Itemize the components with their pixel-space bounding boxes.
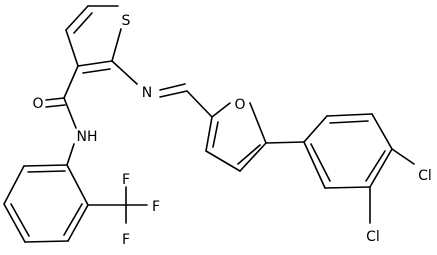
bond: [82, 68, 111, 74]
bond: [326, 113, 373, 117]
bond: [369, 148, 393, 188]
bond: [10, 203, 30, 237]
bond: [111, 28, 122, 62]
bond: [329, 120, 369, 124]
bond: [63, 97, 77, 129]
atom-label-o-carbonyl: O: [32, 96, 43, 112]
atom-label-f-right: F: [152, 199, 160, 215]
bond: [3, 203, 26, 243]
atom-label-o-furan: O: [234, 97, 245, 113]
bond: [67, 204, 89, 242]
bond: [237, 144, 261, 165]
atom-label-f-bottom: F: [122, 232, 130, 248]
atom-label-nh: NH: [77, 129, 98, 145]
bond: [249, 102, 267, 144]
bond: [186, 90, 213, 118]
bond: [111, 60, 138, 85]
thiophene-ring: [65, 5, 122, 74]
atom-label-s: S: [122, 13, 131, 29]
amide-group: [45, 65, 79, 166]
bond: [211, 102, 231, 118]
bond: [212, 121, 219, 148]
bond: [23, 164, 68, 167]
bond: [66, 143, 75, 166]
bond: [65, 5, 89, 31]
bond: [73, 12, 93, 34]
bond: [45, 97, 65, 101]
bond: [63, 65, 79, 99]
atom-label-cl-para: Cl: [418, 168, 432, 184]
bond: [265, 141, 305, 144]
bond: [27, 170, 66, 173]
bond: [239, 142, 267, 172]
bond: [205, 116, 213, 152]
dichlorophenyl-ring: [303, 113, 415, 224]
bond: [66, 164, 89, 206]
furan-ring: [205, 102, 267, 172]
bond: [77, 60, 113, 67]
bond: [65, 29, 79, 67]
bond: [303, 115, 328, 143]
bond: [159, 90, 188, 98]
atom-label-cl-meta: Cl: [366, 229, 380, 245]
bond: [63, 203, 83, 236]
imine-linker: [111, 60, 213, 118]
bond: [3, 165, 25, 205]
bond: [310, 143, 331, 182]
bond: [391, 148, 415, 165]
bond: [159, 83, 186, 91]
bond: [365, 150, 386, 182]
bond: [324, 186, 371, 189]
bond: [371, 113, 393, 150]
bond: [205, 150, 241, 172]
bond: [24, 240, 69, 243]
atom-label-n-imine: N: [142, 85, 152, 101]
atom-label-f-top: F: [122, 172, 130, 188]
trifluoromethyl-group: [87, 186, 148, 224]
bond: [303, 141, 326, 189]
trifluoromethylphenyl-ring: [3, 164, 89, 243]
bond: [45, 104, 66, 108]
